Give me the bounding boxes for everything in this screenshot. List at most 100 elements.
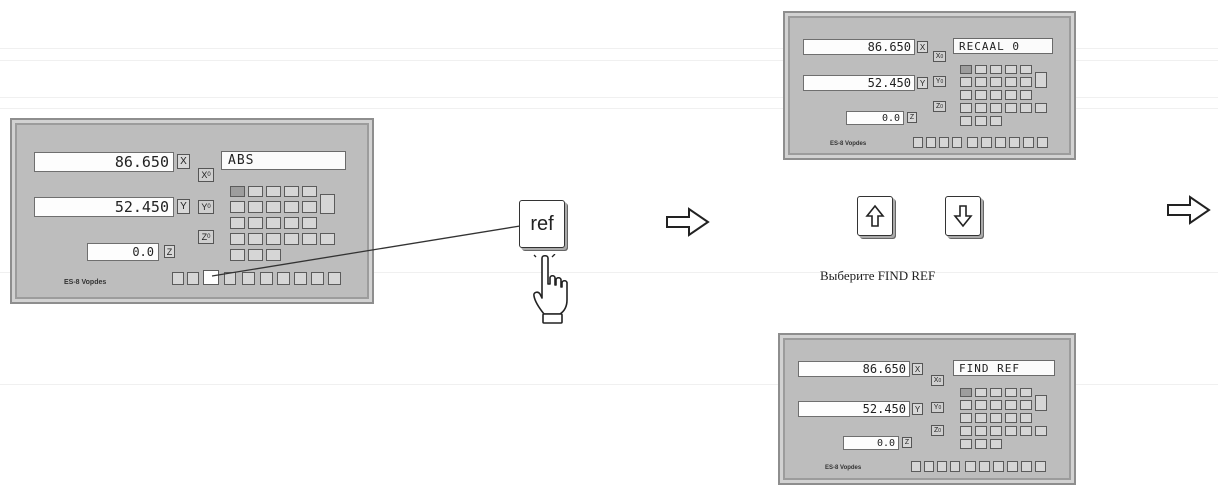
keypad-key[interactable] [975,103,987,113]
x-axis-button[interactable]: X [917,41,928,53]
function-key[interactable] [952,137,962,148]
keypad-key[interactable] [975,439,987,449]
keypad-key[interactable] [975,413,987,423]
keypad-key[interactable] [975,388,987,397]
function-key[interactable] [1021,461,1032,472]
function-key[interactable] [967,137,978,148]
keypad-key[interactable] [302,217,317,229]
y-axis-button[interactable]: Y [912,403,923,415]
keypad-key[interactable] [960,400,972,410]
function-key[interactable] [311,272,324,285]
keypad-key[interactable] [960,388,972,397]
keypad-key[interactable] [230,201,245,213]
keypad-key[interactable] [248,217,263,229]
keypad-key[interactable] [1005,426,1017,436]
function-key[interactable] [981,137,992,148]
keypad-key[interactable] [1035,395,1047,411]
keypad-key[interactable] [1020,388,1032,397]
keypad-key[interactable] [1020,426,1032,436]
keypad-key[interactable] [1020,103,1032,113]
keypad-key[interactable] [990,413,1002,423]
keypad-key[interactable] [1005,90,1017,100]
keypad-key[interactable] [302,201,317,213]
function-key[interactable] [328,272,341,285]
keypad-key[interactable] [990,388,1002,397]
keypad-key[interactable] [1020,77,1032,87]
z-axis-button[interactable]: Z [164,245,175,258]
keypad-key[interactable] [1005,400,1017,410]
function-key[interactable] [993,461,1004,472]
keypad-key[interactable] [960,439,972,449]
keypad-key[interactable] [990,103,1002,113]
keypad-key[interactable] [1035,426,1047,436]
function-key[interactable] [187,272,199,285]
keypad-key[interactable] [266,201,281,213]
function-key[interactable] [950,461,960,472]
keypad-key[interactable] [1020,65,1032,74]
keypad-key[interactable] [975,77,987,87]
function-key[interactable] [1023,137,1034,148]
keypad-key[interactable] [284,201,299,213]
keypad-key[interactable] [960,426,972,436]
keypad-key[interactable] [320,233,335,245]
function-key[interactable] [294,272,307,285]
function-key[interactable] [924,461,934,472]
keypad-key[interactable] [1020,413,1032,423]
keypad-key[interactable] [960,413,972,423]
z-axis-button[interactable]: Z [902,437,912,448]
function-key[interactable] [1007,461,1018,472]
keypad-key[interactable] [990,65,1002,74]
keypad-key[interactable] [266,186,281,197]
function-key[interactable] [260,272,273,285]
keypad-key[interactable] [248,201,263,213]
keypad-key[interactable] [975,90,987,100]
keypad-key[interactable] [1020,400,1032,410]
function-key[interactable] [1009,137,1020,148]
keypad-key[interactable] [320,194,335,214]
keypad-key[interactable] [960,90,972,100]
keypad-key[interactable] [1005,65,1017,74]
keypad-key[interactable] [1005,413,1017,423]
keypad-key[interactable] [990,77,1002,87]
keypad-key[interactable] [990,439,1002,449]
keypad-key[interactable] [1005,103,1017,113]
keypad-key[interactable] [302,233,317,245]
keypad-key[interactable] [990,426,1002,436]
function-key[interactable] [913,137,923,148]
function-key[interactable] [965,461,976,472]
keypad-key[interactable] [230,186,245,197]
keypad-key[interactable] [284,186,299,197]
keypad-key[interactable] [248,233,263,245]
z-axis-button[interactable]: Z [907,112,917,123]
function-key[interactable] [995,137,1006,148]
keypad-key[interactable] [960,103,972,113]
function-key[interactable] [1037,137,1048,148]
keypad-key[interactable] [230,217,245,229]
function-key[interactable] [172,272,184,285]
keypad-key[interactable] [266,217,281,229]
keypad-key[interactable] [230,233,245,245]
keypad-key[interactable] [975,400,987,410]
keypad-key[interactable] [1035,103,1047,113]
ref-function-key[interactable] [203,270,219,285]
function-key[interactable] [939,137,949,148]
keypad-key[interactable] [960,77,972,87]
keypad-key[interactable] [302,186,317,197]
keypad-key[interactable] [230,249,245,261]
function-key[interactable] [911,461,921,472]
keypad-key[interactable] [1005,388,1017,397]
keypad-key[interactable] [990,116,1002,126]
x-axis-button[interactable]: X [912,363,923,375]
keypad-key[interactable] [266,249,281,261]
y-axis-button[interactable]: Y [177,199,190,214]
y-axis-button[interactable]: Y [917,77,928,89]
keypad-key[interactable] [990,90,1002,100]
